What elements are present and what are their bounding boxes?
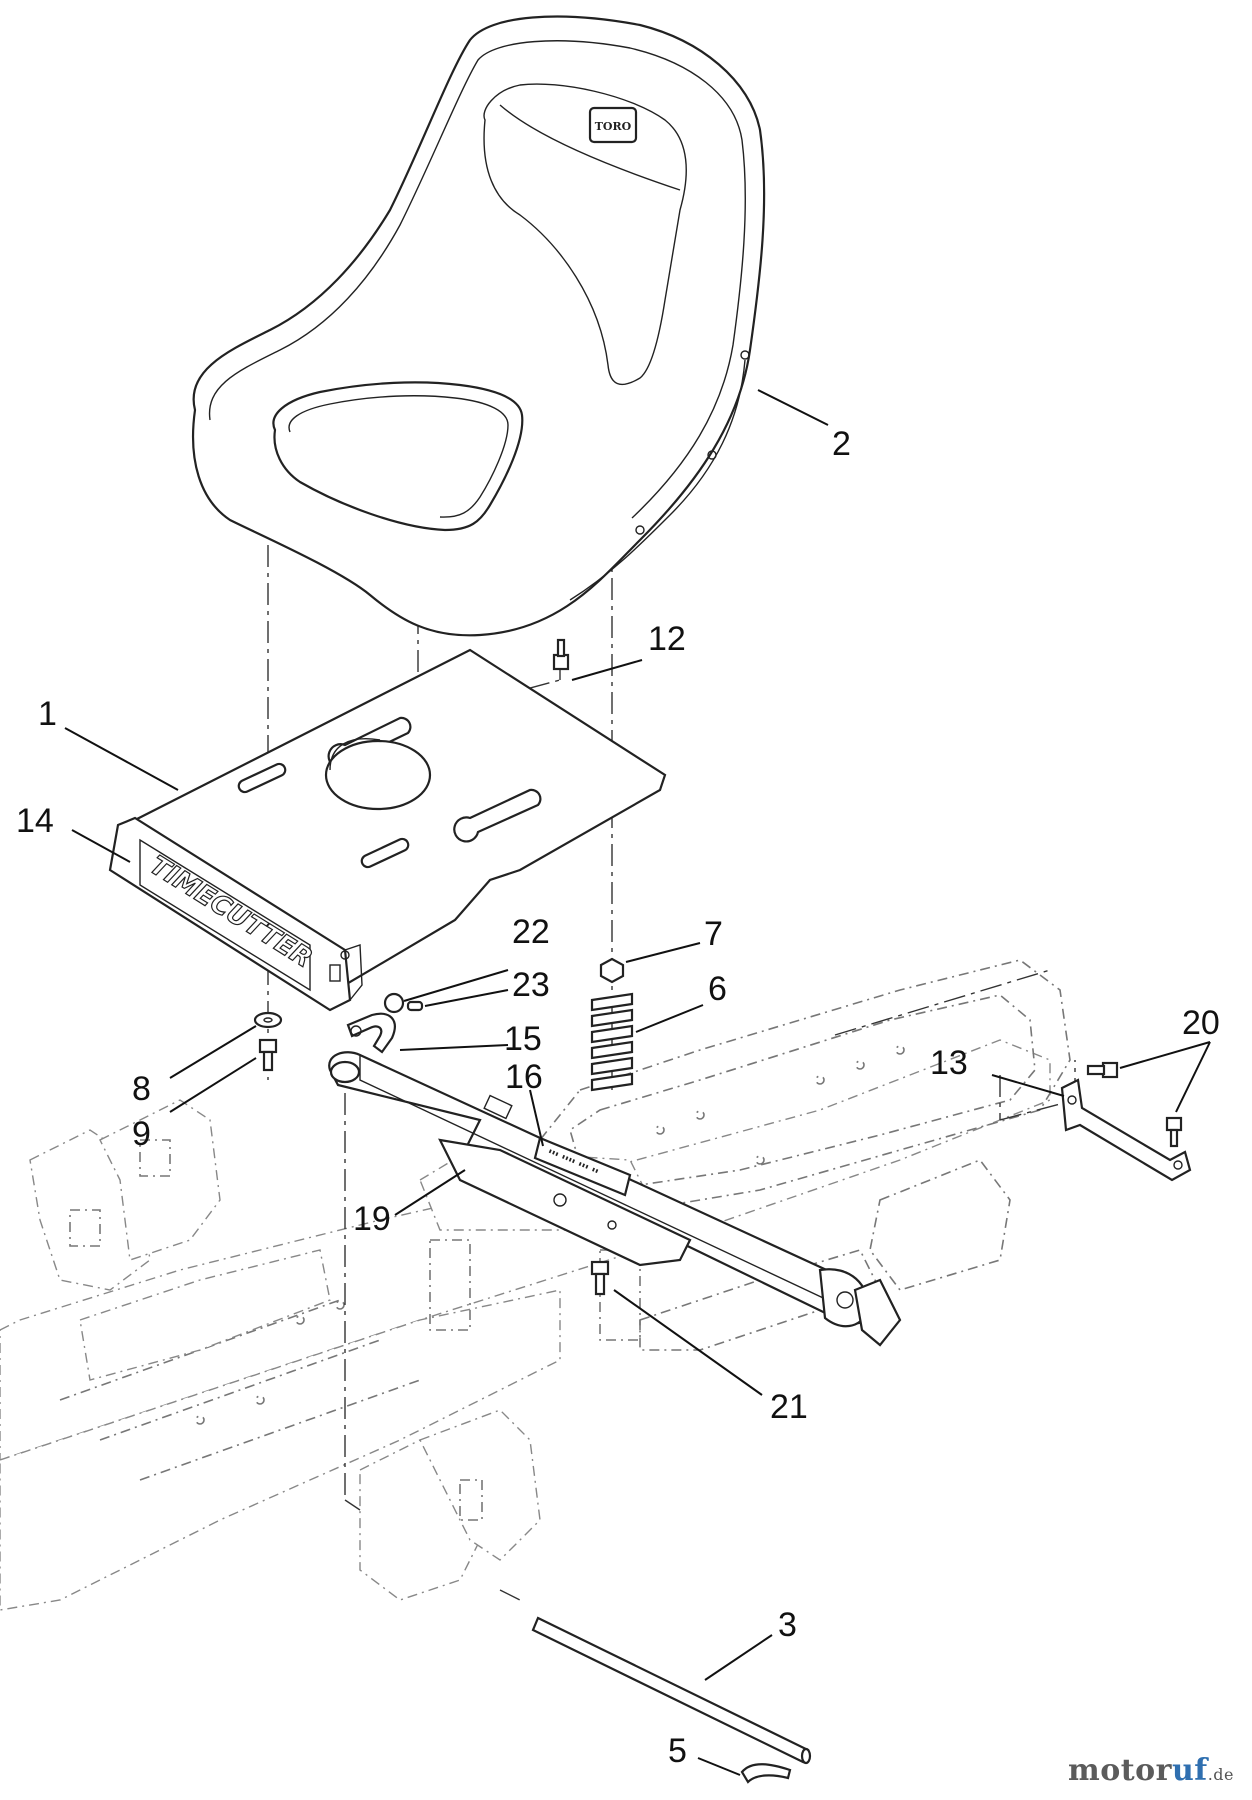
callout-3: 3 xyxy=(778,1606,797,1644)
callout-19: 19 xyxy=(353,1200,391,1238)
motoruf-watermark: motoruf.de xyxy=(1068,1753,1234,1788)
callout-21: 21 xyxy=(770,1388,808,1426)
callout-14: 14 xyxy=(16,802,54,840)
bolt-20a xyxy=(1086,1061,1119,1079)
callout-5: 5 xyxy=(668,1732,687,1770)
callout-16: 16 xyxy=(505,1058,543,1096)
bracket-13 xyxy=(1060,1078,1192,1182)
callout-2: 2 xyxy=(832,425,851,463)
latch-15 xyxy=(346,1012,396,1054)
fastener-12 xyxy=(552,638,570,671)
nut-7 xyxy=(599,957,625,984)
pin-23 xyxy=(406,1000,424,1012)
washer-8 xyxy=(253,1011,283,1029)
seat-pivot-bracket: ▮▮▮ ▮▮▮▮ ▮▮▮ ▮▮ xyxy=(328,1051,902,1347)
watermark-part1: motor xyxy=(1068,1753,1172,1788)
bolt-20b xyxy=(1165,1116,1183,1148)
knob-22 xyxy=(383,992,405,1014)
watermark-part2: uf xyxy=(1171,1753,1208,1788)
callout-15: 15 xyxy=(504,1020,542,1058)
cotter-pin xyxy=(740,1763,792,1784)
pivot-rod xyxy=(531,1616,812,1765)
bolt-21 xyxy=(590,1260,610,1296)
watermark-suffix: .de xyxy=(1207,1765,1234,1784)
callout-6: 6 xyxy=(708,970,727,1008)
callout-1: 1 xyxy=(38,695,57,733)
seat-plate: TIMECUTTER xyxy=(108,648,667,1012)
callout-7: 7 xyxy=(704,915,723,953)
bolt-9 xyxy=(258,1038,278,1072)
callout-labels: 1 2 3 5 6 7 8 9 12 13 14 15 16 19 20 21 … xyxy=(16,425,1220,1770)
callout-9: 9 xyxy=(132,1115,151,1153)
callout-12: 12 xyxy=(648,620,686,658)
callout-23: 23 xyxy=(512,966,550,1004)
seat: TORO xyxy=(191,15,766,637)
callout-22: 22 xyxy=(512,913,550,951)
callout-13: 13 xyxy=(930,1044,968,1082)
seat-brand-label: TORO xyxy=(595,120,632,133)
callout-8: 8 xyxy=(132,1070,151,1108)
callout-20: 20 xyxy=(1182,1004,1220,1042)
leader-lines xyxy=(64,389,1211,1776)
spring-6 xyxy=(590,992,634,1092)
